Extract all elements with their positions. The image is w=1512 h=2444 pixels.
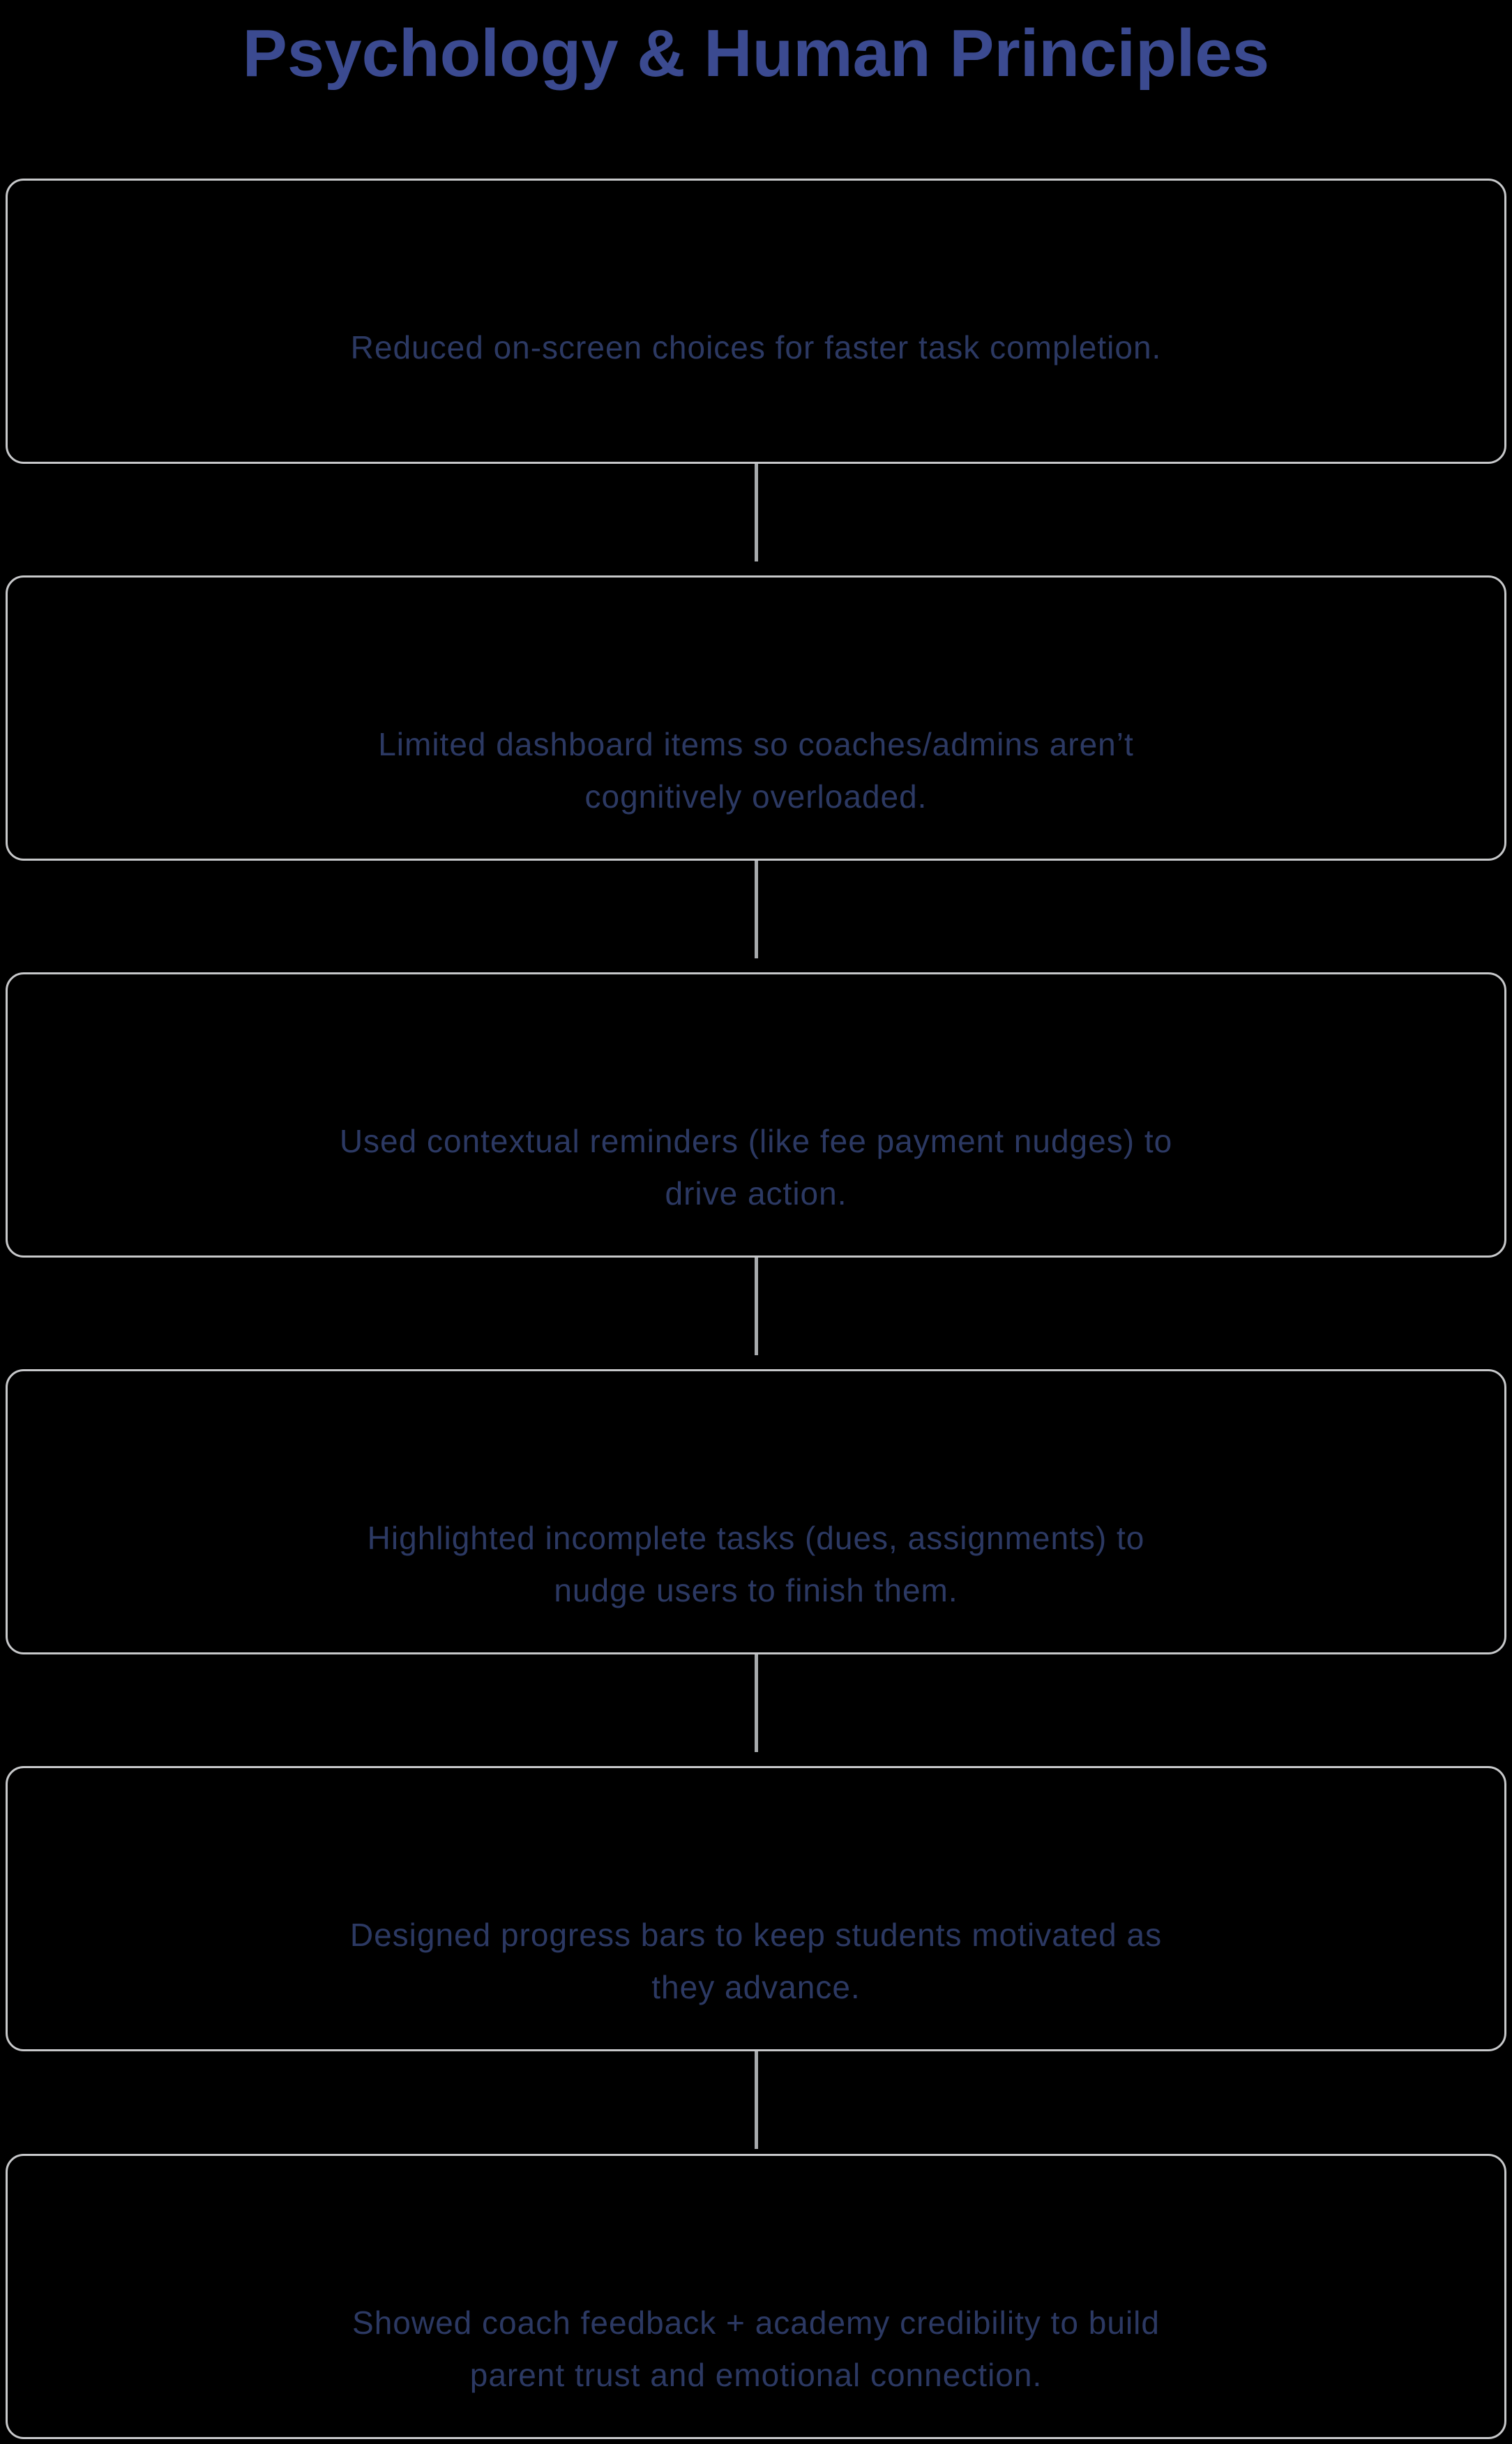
- flow-node-5: Designed progress bars to keep students …: [6, 1766, 1506, 2051]
- flow-node-3: Used contextual reminders (like fee paym…: [6, 972, 1506, 1258]
- flow-node-1-text: Reduced on-screen choices for faster tas…: [275, 322, 1237, 374]
- flow-node-2: Limited dashboard items so coaches/admin…: [6, 575, 1506, 861]
- node-text-line: they advance.: [651, 1969, 861, 2005]
- page-title: Psychology & Human Principles: [242, 16, 1270, 91]
- node-text-line: drive action.: [665, 1175, 847, 1212]
- flow-node-6: Showed coach feedback + academy credibil…: [6, 2154, 1506, 2439]
- connector-line-2: [755, 861, 758, 958]
- node-text-line: cognitively overloaded.: [584, 778, 928, 815]
- flow-node-1: Reduced on-screen choices for faster tas…: [6, 179, 1506, 464]
- connector-line-1: [755, 464, 758, 561]
- node-text-line: Limited dashboard items so coaches/admin…: [378, 726, 1134, 762]
- flow-node-4-text: Highlighted incomplete tasks (dues, assi…: [275, 1512, 1237, 1617]
- node-text-line: Highlighted incomplete tasks (dues, assi…: [367, 1520, 1145, 1556]
- connector-line-3: [755, 1258, 758, 1355]
- node-text-line: Reduced on-screen choices for faster tas…: [350, 329, 1162, 365]
- node-text-line: parent trust and emotional connection.: [469, 2357, 1043, 2393]
- connector-line-4: [755, 1654, 758, 1752]
- flow-node-6-text: Showed coach feedback + academy credibil…: [275, 2297, 1237, 2401]
- node-text-line: Showed coach feedback + academy credibil…: [352, 2305, 1160, 2341]
- node-text-line: nudge users to finish them.: [554, 1572, 958, 1608]
- node-text-line: Used contextual reminders (like fee paym…: [339, 1123, 1173, 1159]
- flow-node-4: Highlighted incomplete tasks (dues, assi…: [6, 1369, 1506, 1654]
- flow-node-5-text: Designed progress bars to keep students …: [275, 1909, 1237, 2014]
- flow-node-2-text: Limited dashboard items so coaches/admin…: [275, 718, 1237, 823]
- flow-node-3-text: Used contextual reminders (like fee paym…: [275, 1115, 1237, 1220]
- connector-line-5: [755, 2051, 758, 2149]
- node-text-line: Designed progress bars to keep students …: [349, 1917, 1163, 1953]
